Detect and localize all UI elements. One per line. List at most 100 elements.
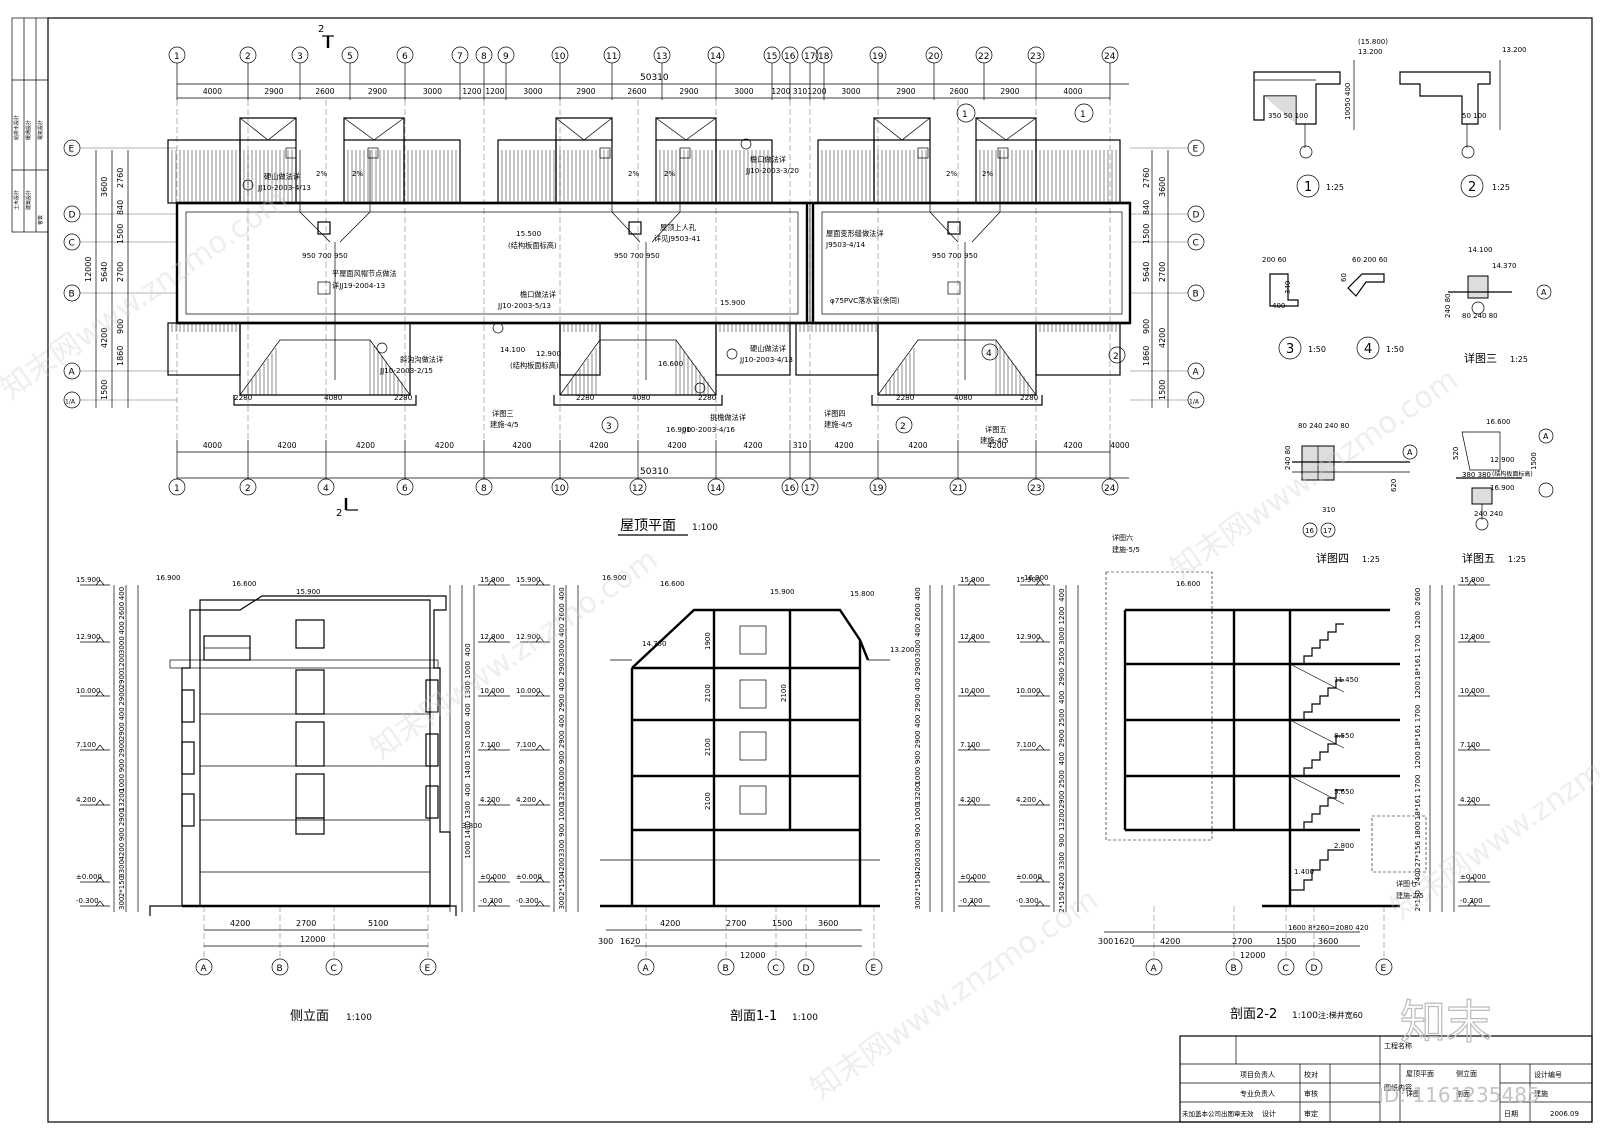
plan-dim-d3b: 2280 [394, 393, 413, 402]
side-level-right: -0.300 [480, 897, 503, 905]
dt5-v: 1500 [1530, 452, 1538, 470]
s2-axis-circle [1145, 958, 1163, 976]
s1-rdim: 400 [914, 714, 922, 727]
s1-level-left: ±0.000 [516, 873, 542, 881]
d2-scale: 1:25 [1492, 183, 1510, 192]
s1-level-left: 10.000 [516, 687, 541, 695]
s2-st1: 11.450 [1334, 676, 1359, 684]
side-vdim: 1200 [118, 653, 126, 671]
s1-vdim: 3300 [558, 839, 566, 857]
s2-vdim: 13200 [1058, 809, 1066, 831]
row-label-left: C [69, 239, 75, 249]
plan-gridlines [176, 100, 1111, 440]
side-rdim: 400 [464, 643, 472, 656]
dt5-title: 详图五 [1462, 551, 1495, 565]
detail-1: (15.800) 13.200 350 50 100 400 10050 1 1… [1253, 38, 1388, 198]
slope-3: 2% [628, 170, 639, 178]
s2-vdim: 2500 [1058, 770, 1066, 788]
s2-rdim: 1700 [1414, 634, 1422, 652]
s2-axis-label: D [1311, 964, 1318, 974]
side-vdim: 900 [118, 759, 126, 772]
rowdim-l-2760: 2760 [116, 168, 125, 188]
s1-top3: 15.900 [770, 588, 795, 596]
rowdim-r-4200: 4200 [1158, 328, 1167, 348]
s2-level-tick-right [1458, 579, 1490, 586]
side-vdim: 400 [118, 587, 126, 600]
d2-label: 2 [1468, 180, 1476, 195]
axis-label-top: 14 [710, 52, 722, 62]
axis-label-top: 3 [297, 52, 303, 62]
plan-ref-1: 详图三 [492, 409, 514, 418]
side-axis-circle [195, 958, 213, 976]
s2-rdim: 1200 [1414, 751, 1422, 769]
s2-rdim: 1200 [1414, 611, 1422, 629]
s1-axis-circle [865, 958, 883, 976]
rowdim-l-3600: 3600 [100, 177, 109, 197]
s1-vdim: 4200 [558, 858, 566, 876]
s2-st4: 2.800 [1334, 842, 1354, 850]
slope-6: 2% [982, 170, 993, 178]
axis-label-top: 6 [402, 52, 408, 62]
bay-ridge [239, 117, 297, 141]
plan-note-4b: J9503-4/14 [825, 240, 866, 249]
tb-content2: 侧立面 [1456, 1069, 1477, 1078]
side-axis-label: C [331, 964, 337, 974]
tb-date: 日期 [1504, 1110, 1518, 1118]
s2-level-tick-left [1020, 744, 1050, 751]
axis-label-bottom: 14 [710, 484, 722, 494]
s2-axis-label: A [1151, 964, 1158, 974]
s1-rdim: 2*150 [914, 874, 922, 895]
side-level-right: 4.200 [480, 796, 500, 804]
bay-ridge [975, 117, 1037, 141]
row-label-right: B [1193, 290, 1199, 300]
axis-label-top: 11 [606, 52, 617, 62]
axis-label-top: 8 [481, 52, 487, 62]
dim-top: 2900 [1000, 87, 1019, 96]
s2-h2: 4200 [1160, 937, 1180, 946]
s2-vdim: 2*150 [1058, 891, 1066, 912]
s2-level-right: -0.300 [1460, 897, 1483, 905]
s2-d6: 详图六 [1112, 533, 1133, 542]
s1-vdim: 400 [558, 678, 566, 691]
plan-note-2: 檐口做法详 [750, 155, 786, 164]
plan-title: 屋顶平面 [620, 518, 676, 534]
s1-vdim: 1000 [558, 803, 566, 821]
side-axis-circle [271, 958, 289, 976]
s2-st3: 5.650 [1334, 788, 1354, 796]
s2-h0: 300 [1098, 937, 1113, 946]
s1-rdim: 3000 [914, 640, 922, 658]
axis-label-top: 10 [554, 52, 566, 62]
s1-level-left: 12.900 [516, 633, 541, 641]
d2-dims: 50 100 [1462, 112, 1487, 120]
rowdim-l-840: 840 [116, 200, 125, 215]
dim-bottom: 4200 [277, 441, 296, 450]
tb-project: 工程名称 [1384, 1041, 1412, 1050]
axis-label-bottom: 10 [554, 484, 566, 494]
axis-label-top: 7 [457, 52, 463, 62]
side-vdim: 1000 [118, 774, 126, 792]
dt4-axis16: 16 [1305, 527, 1314, 535]
axis-label-top: 20 [928, 52, 940, 62]
s1-vdim: 400 [558, 714, 566, 727]
rowdim-r-2760: 2760 [1142, 168, 1151, 188]
dt4-v2: 240 80 [1284, 446, 1292, 471]
s1-axis-circle [767, 958, 785, 976]
s2-level-tick-left [1020, 799, 1050, 806]
sign-col2: 暖通設計 [25, 120, 32, 140]
bay-top [239, 117, 297, 140]
callout-4: 4 [986, 349, 992, 359]
s2-axis-label: E [1381, 964, 1387, 974]
s1-w5: 2100 [780, 684, 788, 702]
s1-rdim: 4200 [914, 858, 922, 876]
s2-vdim: 400 [1058, 588, 1066, 601]
plan-note-6: 檐口做法详 [520, 290, 556, 299]
s1-rdim: 900 [914, 751, 922, 764]
s1-level-right: ±0.000 [960, 873, 986, 881]
s1-e1: 14.750 [642, 640, 667, 648]
side-rdim: 400 [464, 783, 472, 796]
dim-top: 1200 [462, 87, 481, 96]
s2-rdim: 18*161 [1414, 794, 1422, 820]
